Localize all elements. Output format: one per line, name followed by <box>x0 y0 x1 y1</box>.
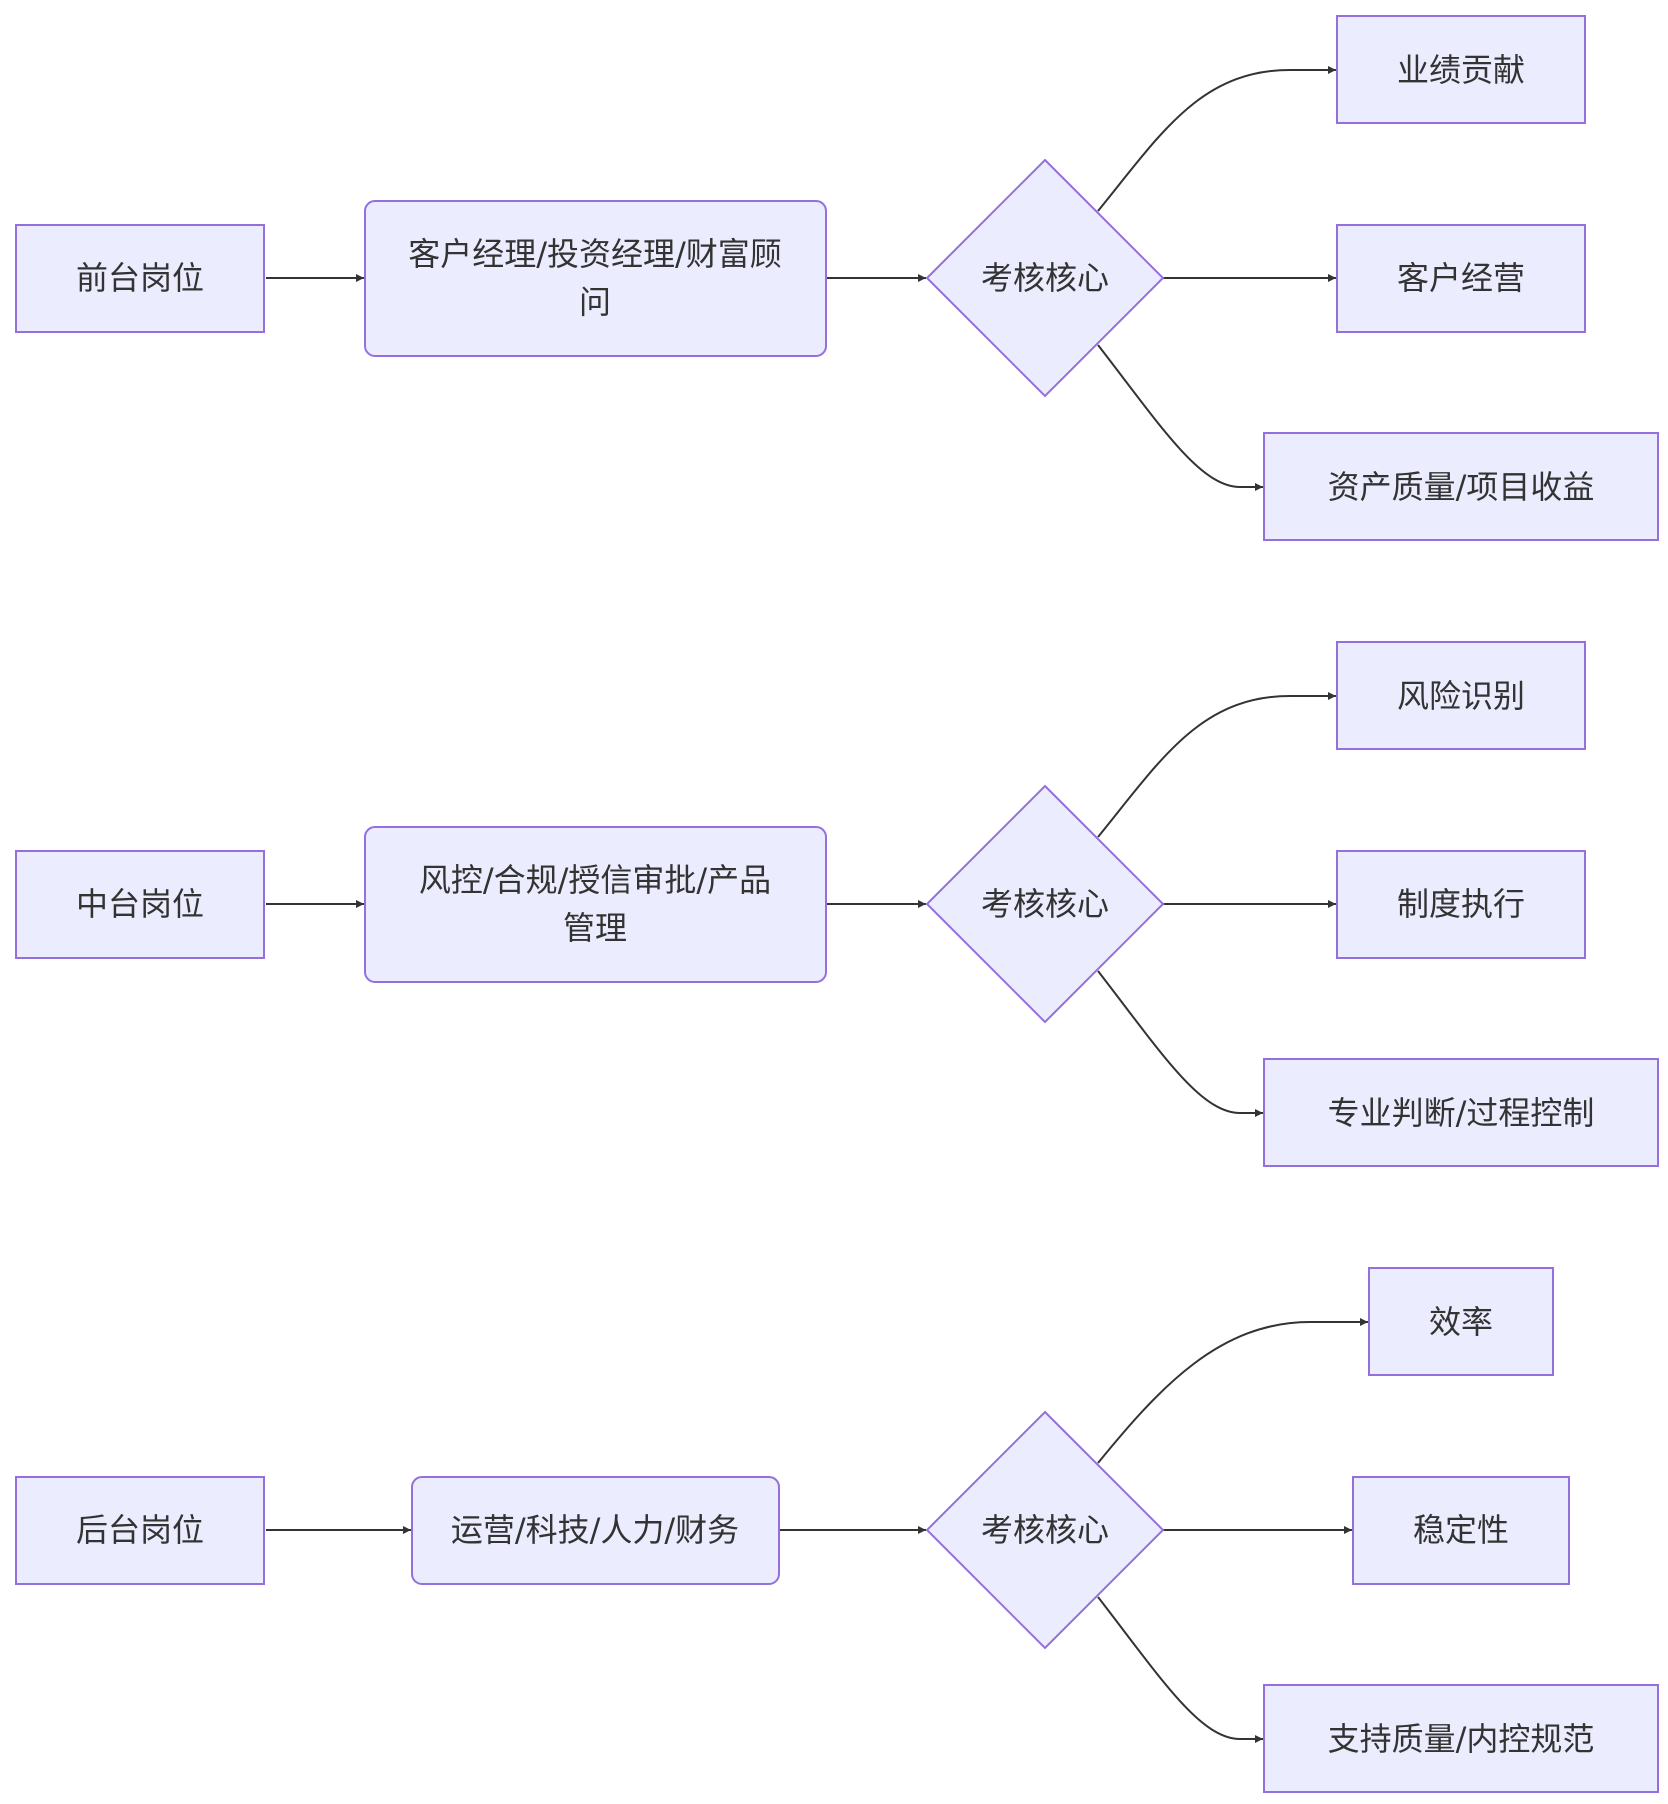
edge-decision-to-outcome-3 <box>1097 970 1263 1117</box>
edge-decision-to-outcome-3 <box>1097 1596 1263 1743</box>
positions-label-line-1: 客户经理/投资经理/财富顾 <box>408 235 782 273</box>
outcome-node-2: 客户经营 <box>1336 224 1586 333</box>
decision-label: 考核核心 <box>981 1511 1109 1549</box>
role-label: 后台岗位 <box>76 1511 204 1549</box>
positions-node: 客户经理/投资经理/财富顾 问 <box>364 200 827 357</box>
outcome-label-2: 制度执行 <box>1397 885 1525 923</box>
outcome-node-1: 风险识别 <box>1336 641 1586 750</box>
outcome-label-1: 风险识别 <box>1397 677 1525 715</box>
edge-decision-to-outcome-3 <box>1097 344 1263 491</box>
outcome-label-2: 稳定性 <box>1413 1511 1509 1549</box>
role-node: 前台岗位 <box>15 224 265 333</box>
role-label: 中台岗位 <box>76 885 204 923</box>
outcome-label-3: 专业判断/过程控制 <box>1328 1094 1595 1132</box>
outcome-node-3: 资产质量/项目收益 <box>1263 432 1659 541</box>
outcome-node-1: 效率 <box>1368 1267 1554 1376</box>
positions-node: 风控/合规/授信审批/产品 管理 <box>364 826 827 983</box>
outcome-label-1: 效率 <box>1429 1303 1493 1341</box>
outcome-label-1: 业绩贡献 <box>1397 51 1525 89</box>
edge-decision-to-outcome-1 <box>1097 1318 1368 1464</box>
positions-label-line-2: 问 <box>579 283 611 321</box>
group-back-office: 后台岗位 运营/科技/人力/财务 考核核心 效率 稳定性 支持质量/内控规范 <box>15 1267 1659 1793</box>
edge-decision-to-outcome-1 <box>1097 692 1336 838</box>
edge-decision-to-outcome-1 <box>1097 66 1336 212</box>
positions-label-line-1: 风控/合规/授信审批/产品 <box>419 861 771 899</box>
decision-node: 考核核心 <box>925 158 1165 398</box>
decision-node: 考核核心 <box>925 784 1165 1024</box>
decision-node: 考核核心 <box>925 1410 1165 1650</box>
outcome-node-3: 支持质量/内控规范 <box>1263 1684 1659 1793</box>
outcome-node-3: 专业判断/过程控制 <box>1263 1058 1659 1167</box>
role-node: 后台岗位 <box>15 1476 265 1585</box>
positions-label-line-2: 管理 <box>563 909 627 947</box>
decision-label: 考核核心 <box>981 885 1109 923</box>
positions-node: 运营/科技/人力/财务 <box>411 1476 780 1585</box>
outcome-label-3: 支持质量/内控规范 <box>1328 1720 1595 1758</box>
group-front-office: 前台岗位 客户经理/投资经理/财富顾 问 考核核心 业绩贡献 客户经营 资产质量… <box>15 15 1659 541</box>
group-middle-office: 中台岗位 风控/合规/授信审批/产品 管理 考核核心 风险识别 制度执行 专业判… <box>15 641 1659 1167</box>
positions-label: 运营/科技/人力/财务 <box>451 1511 739 1549</box>
role-label: 前台岗位 <box>76 259 204 297</box>
outcome-node-1: 业绩贡献 <box>1336 15 1586 124</box>
outcome-label-2: 客户经营 <box>1397 259 1525 297</box>
outcome-label-3: 资产质量/项目收益 <box>1328 468 1595 506</box>
outcome-node-2: 稳定性 <box>1352 1476 1570 1585</box>
role-node: 中台岗位 <box>15 850 265 959</box>
outcome-node-2: 制度执行 <box>1336 850 1586 959</box>
decision-label: 考核核心 <box>981 259 1109 297</box>
